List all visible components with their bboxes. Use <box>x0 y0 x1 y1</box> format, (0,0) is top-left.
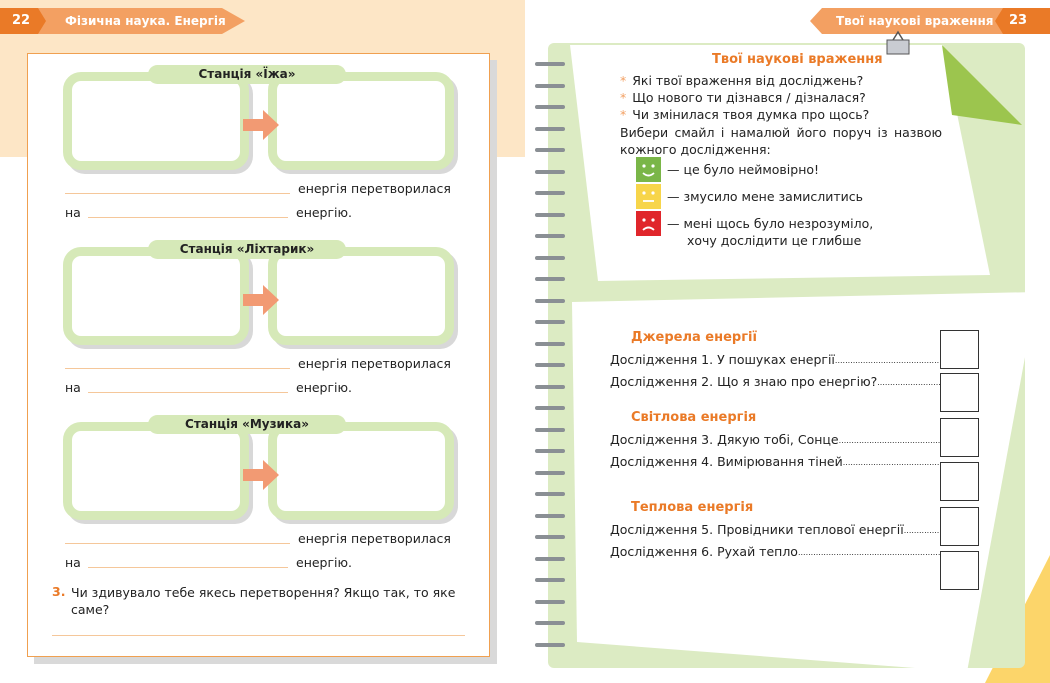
input-box-to[interactable] <box>268 247 454 345</box>
sentence-text: енергія перетворилася <box>298 356 451 371</box>
smiley-checkbox[interactable] <box>940 330 979 369</box>
station-title: Станція «Музика» <box>148 415 346 434</box>
dot-leader: ........................................… <box>797 548 940 557</box>
research-item-label: Дослідження 1. У пошуках енергії <box>610 352 835 367</box>
input-box-to[interactable] <box>268 72 454 170</box>
sentence-text: енергію. <box>296 380 353 395</box>
legend-text: — мені щось було незрозуміло, хочу дослі… <box>667 216 874 248</box>
dot-leader: ........................................… <box>842 458 940 467</box>
input-box-to[interactable] <box>268 422 454 520</box>
sentence-text: на <box>65 205 81 220</box>
smiley-checkbox[interactable] <box>940 373 979 412</box>
page-number: 22 <box>0 8 46 34</box>
research-item: Дослідження 4. Вимірювання тіней .......… <box>610 454 940 469</box>
answer-line[interactable] <box>65 193 290 194</box>
happy-smiley-icon <box>636 157 661 182</box>
dot-leader: ........................................… <box>838 436 940 445</box>
research-item: Дослідження 6. Рухай тепло .............… <box>610 544 940 559</box>
spiral-ring <box>535 449 565 453</box>
spiral-ring <box>535 234 565 238</box>
spiral-ring <box>535 470 565 475</box>
spiral-ring <box>535 148 565 152</box>
smiley-checkbox[interactable] <box>940 507 979 546</box>
research-item-label: Дослідження 4. Вимірювання тіней <box>610 454 843 469</box>
research-item: Дослідження 5. Провідники теплової енерг… <box>610 522 940 537</box>
page-title: Фізична наука. Енергія <box>65 14 226 28</box>
spiral-ring <box>535 341 565 346</box>
note-title: Твої наукові враження <box>712 52 883 67</box>
answer-line[interactable] <box>65 543 290 544</box>
spiral-ring <box>535 169 565 174</box>
input-box-from[interactable] <box>63 422 249 520</box>
research-item: Дослідження 3. Дякую тобі, Сонце .......… <box>610 432 940 447</box>
answer-line[interactable] <box>88 567 288 568</box>
smiley-checkbox[interactable] <box>940 462 979 501</box>
station-title: Станція «Ліхтарик» <box>148 240 346 259</box>
spiral-ring <box>535 363 565 367</box>
spiral-ring <box>535 642 565 647</box>
input-box-from[interactable] <box>63 72 249 170</box>
bullet-list: *Які твої враження від досліджень? *Що н… <box>620 72 869 123</box>
spiral-ring <box>535 599 565 604</box>
input-box-from[interactable] <box>63 247 249 345</box>
spiral-ring <box>535 427 565 432</box>
station-title: Станція «Їжа» <box>148 65 346 84</box>
spiral-ring <box>535 255 565 260</box>
spiral-ring <box>535 277 565 281</box>
spiral-ring <box>535 191 565 195</box>
spiral-ring <box>535 320 565 324</box>
answer-line[interactable] <box>88 217 288 218</box>
spiral-ring <box>535 535 565 539</box>
dot-leader: ........................................… <box>877 378 940 387</box>
section-heading: Світлова енергія <box>631 410 757 425</box>
spiral-ring <box>535 621 565 625</box>
sentence-text: енергія перетворилася <box>298 531 451 546</box>
spiral-ring <box>535 492 565 496</box>
section-heading: Теплова енергія <box>631 500 754 515</box>
page-number: 23 <box>995 8 1050 34</box>
bullet-item: *Які твої враження від досліджень? <box>620 73 864 88</box>
page-title: Твої наукові враження <box>836 14 994 28</box>
research-item: Дослідження 2. Що я знаю про енергію? ..… <box>610 374 940 389</box>
sentence-text: на <box>65 555 81 570</box>
bullet-item: *Що нового ти дізнався / дізналася? <box>620 90 866 105</box>
spiral-ring <box>535 556 565 561</box>
sad-smiley-icon <box>636 211 661 236</box>
spiral-ring <box>535 298 565 303</box>
spiral-ring <box>535 212 565 217</box>
spiral-ring <box>535 513 565 518</box>
question-number: 3. <box>52 584 66 599</box>
answer-line[interactable] <box>52 635 465 636</box>
binder-clip-icon <box>884 30 912 58</box>
spiral-ring <box>535 384 565 389</box>
smiley-checkbox[interactable] <box>940 551 979 590</box>
research-item: Дослідження 1. У пошуках енергії .......… <box>610 352 940 367</box>
sentence-text: на <box>65 380 81 395</box>
spiral-ring <box>535 62 565 66</box>
research-item-label: Дослідження 2. Що я знаю про енергію? <box>610 374 878 389</box>
spiral-ring <box>535 126 565 131</box>
dot-leader: ........................................… <box>834 356 940 365</box>
sentence-text: енергія перетворилася <box>298 181 451 196</box>
spiral-ring <box>535 578 565 582</box>
research-item-label: Дослідження 5. Провідники теплової енерг… <box>610 522 904 537</box>
bullet-item: *Чи змінилася твоя думка про щось? <box>620 107 870 122</box>
spiral-ring <box>535 406 565 410</box>
dot-leader: ........................................… <box>903 526 940 535</box>
section-heading: Джерела енергії <box>631 330 757 345</box>
spiral-ring <box>535 105 565 109</box>
sentence-text: енергію. <box>296 555 353 570</box>
sentence-text: енергію. <box>296 205 353 220</box>
answer-line[interactable] <box>65 368 290 369</box>
instruction-text: Вибери смайл і намалюй його поруч із наз… <box>620 125 942 157</box>
spiral-ring <box>535 83 565 88</box>
neutral-smiley-icon <box>636 184 661 209</box>
research-item-label: Дослідження 6. Рухай тепло <box>610 544 798 559</box>
research-item-label: Дослідження 3. Дякую тобі, Сонце <box>610 432 839 447</box>
question-text: Чи здивувало тебе якесь перетворення? Як… <box>71 585 456 617</box>
answer-line[interactable] <box>88 392 288 393</box>
smiley-checkbox[interactable] <box>940 418 979 457</box>
legend-text: — це було неймовірно! <box>667 162 820 177</box>
legend-text: — змусило мене замислитись <box>667 189 864 204</box>
